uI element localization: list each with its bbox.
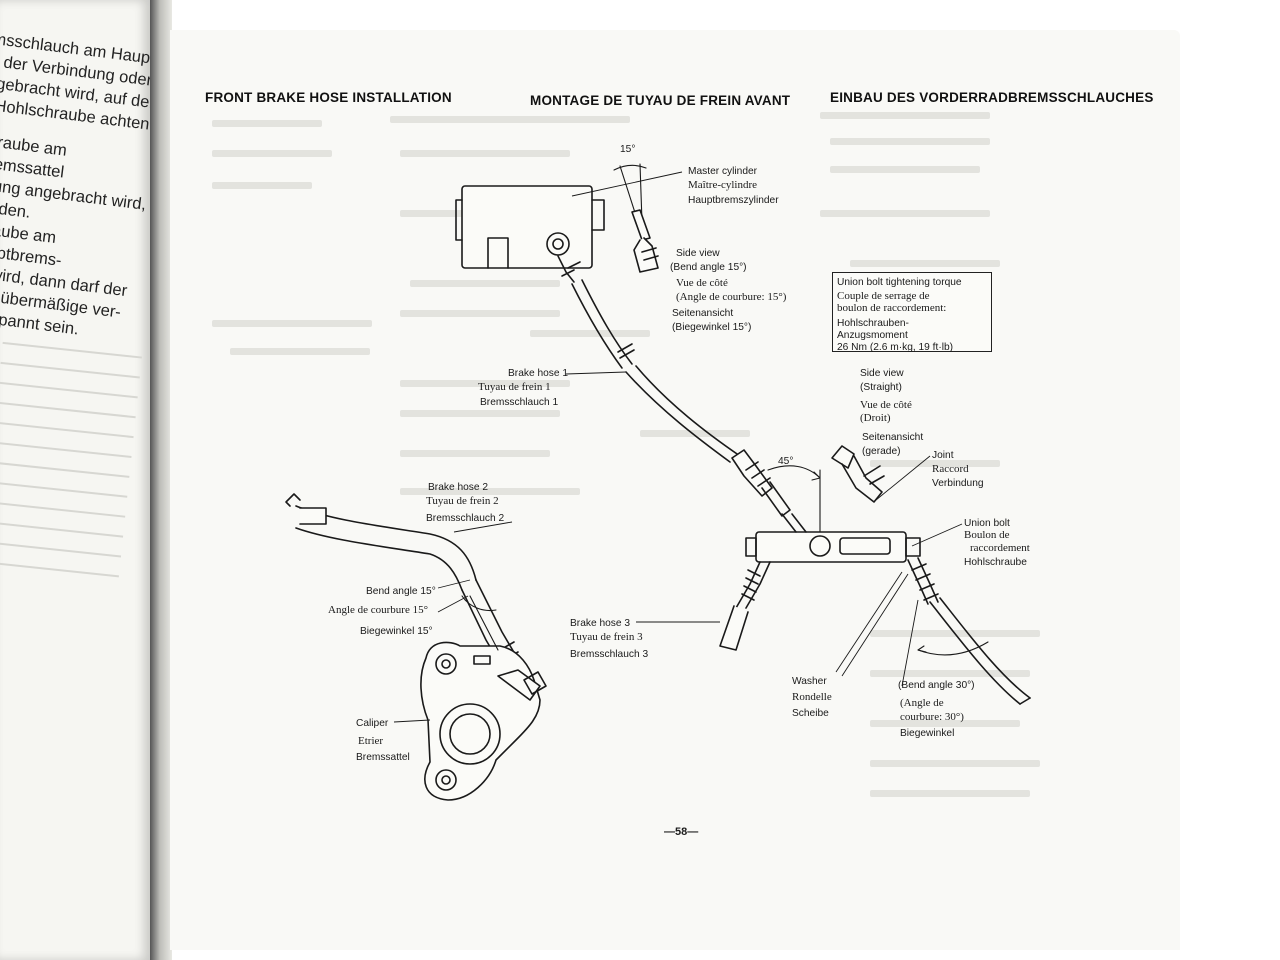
heading-english: FRONT BRAKE HOSE INSTALLATION xyxy=(205,90,452,105)
heading-french: MONTAGE DE TUYAU DE FREIN AVANT xyxy=(530,93,791,108)
angle-45-label: 45° xyxy=(778,456,794,467)
book-gutter xyxy=(150,0,172,960)
page-number: —58— xyxy=(664,826,699,838)
heading-german: EINBAU DES VORDERRADBREMSSCHLAUCHES xyxy=(830,90,1154,105)
right-page xyxy=(170,30,1180,950)
angle-15-top: 15° xyxy=(620,144,636,155)
torque-spec-box: Union bolt tightening torque Couple de s… xyxy=(832,272,992,353)
master-cylinder-drawing xyxy=(455,185,605,269)
caliper-drawing xyxy=(420,641,547,801)
left-page: msschlauch am Haupt- n der Verbindung od… xyxy=(0,0,150,960)
